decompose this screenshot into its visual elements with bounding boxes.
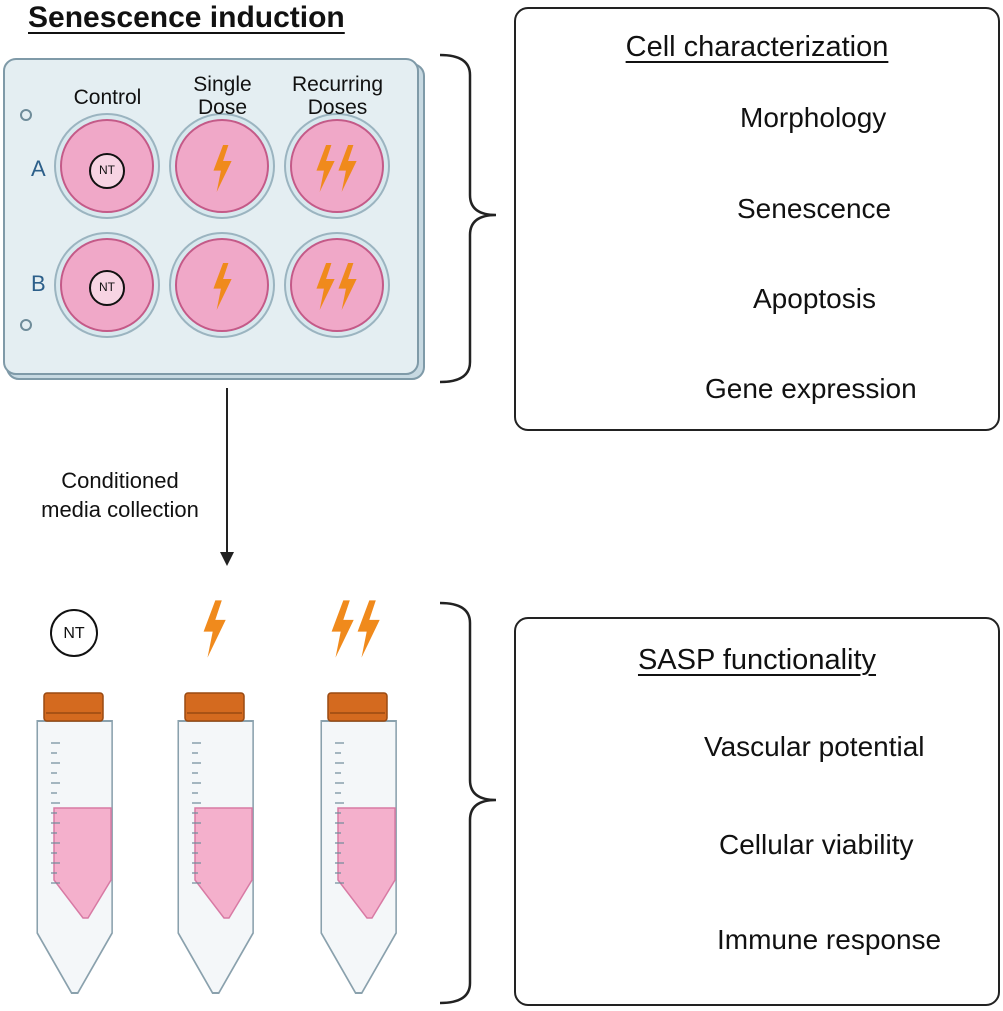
top-brace xyxy=(439,53,497,384)
cell-characterization-panel xyxy=(514,7,1000,431)
cellular-viability-label: Cellular viability xyxy=(719,829,914,860)
column-label-single-dose: Single Dose xyxy=(193,73,252,120)
well-plate xyxy=(3,58,425,380)
recurring-dose-bolt-icon xyxy=(357,600,380,658)
tube-single-dose xyxy=(177,692,254,994)
row-label-a: A xyxy=(31,156,46,181)
well-B3 xyxy=(284,232,390,338)
sasp-functionality-title: SASP functionality xyxy=(637,644,877,676)
gene-expression-label: Gene expression xyxy=(705,373,917,404)
plate-corner-mark-bottom xyxy=(20,319,32,331)
tube-recurring-doses xyxy=(320,692,397,994)
nt-label: NT xyxy=(99,280,115,294)
row-label-b: B xyxy=(31,271,46,296)
well-A2 xyxy=(169,113,275,219)
induction-title: Senescence induction xyxy=(28,1,345,34)
bottom-brace xyxy=(439,601,497,1005)
sasp-functionality-panel xyxy=(514,617,1000,1006)
column-label-recurring-doses: Recurring Doses xyxy=(291,73,384,120)
nt-badge xyxy=(89,153,125,189)
vascular-potential-label: Vascular potential xyxy=(704,731,925,762)
media-nt-label: NT xyxy=(63,625,85,642)
morphology-label: Morphology xyxy=(740,102,887,133)
well-B1 xyxy=(54,232,160,338)
cell-characterization-title: Cell characterization xyxy=(625,31,889,63)
nt-label: NT xyxy=(99,163,115,177)
plate-corner-mark-top xyxy=(20,109,32,121)
well-B2 xyxy=(169,232,275,338)
nt-badge xyxy=(89,270,125,306)
recurring-dose-bolt-icon xyxy=(331,600,354,658)
collection-label: Conditioned media collection xyxy=(41,468,199,522)
well-A1 xyxy=(54,113,160,219)
senescence-label: Senescence xyxy=(737,193,892,224)
well-A3 xyxy=(284,113,390,219)
column-label-control: Control xyxy=(73,86,142,109)
immune-response-label: Immune response xyxy=(717,924,942,955)
media-nt-badge xyxy=(50,609,98,657)
collection-arrow xyxy=(220,388,234,566)
apoptosis-label: Apoptosis xyxy=(753,283,876,314)
tube-control xyxy=(36,692,113,994)
single-dose-bolt-icon xyxy=(203,600,226,658)
